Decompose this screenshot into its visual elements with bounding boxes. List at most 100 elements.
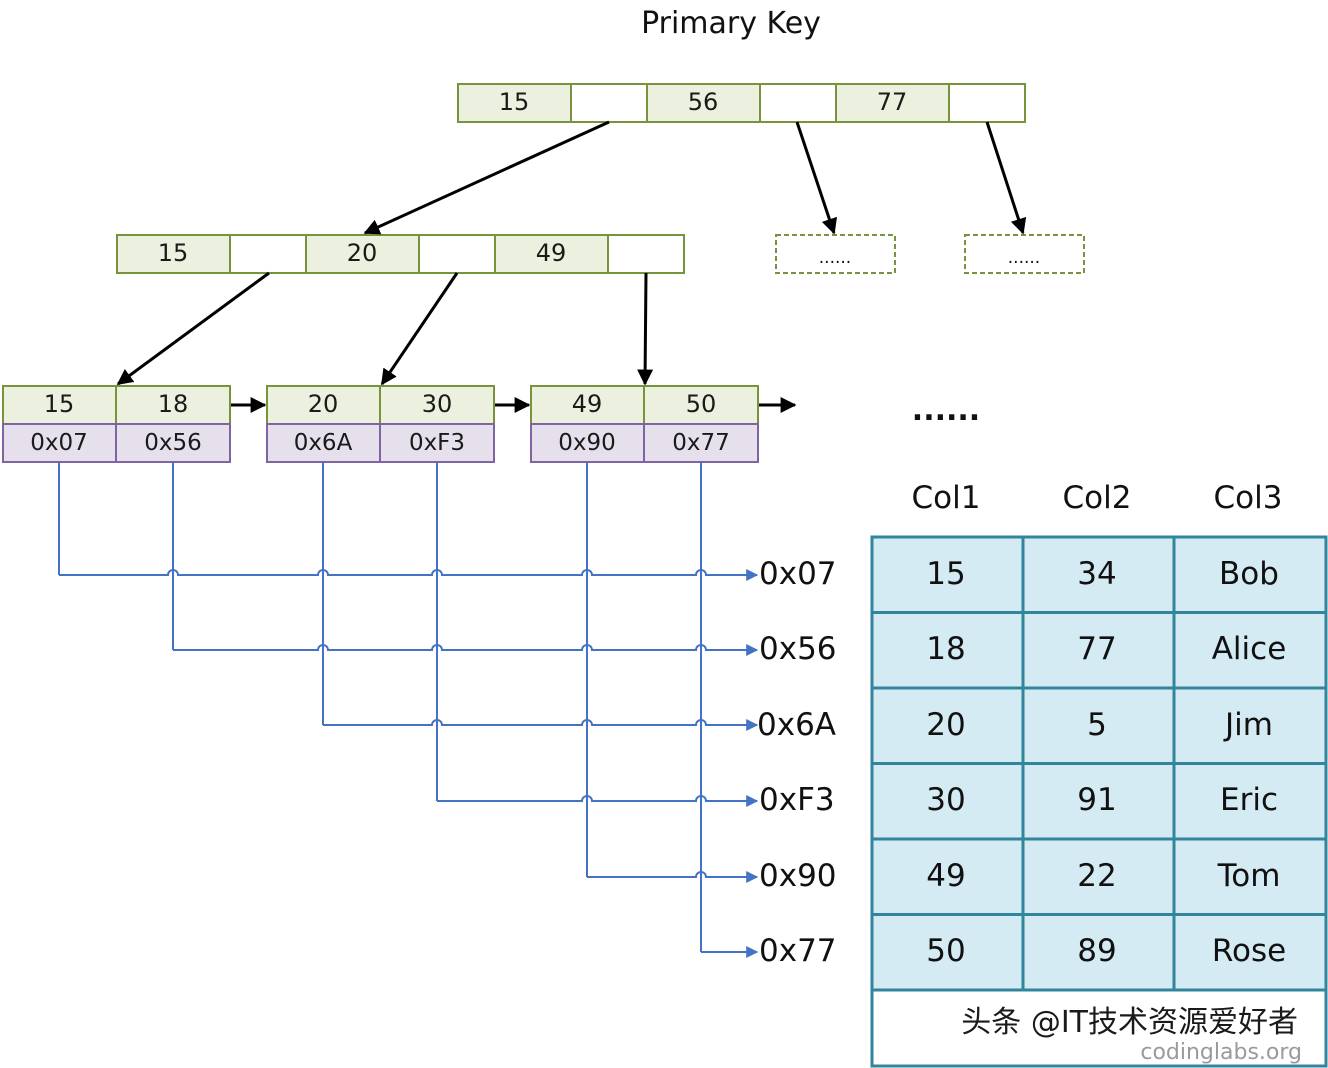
connector-horizontal — [437, 795, 759, 807]
leaf-node: 49 50 0x90 0x77 — [530, 385, 759, 463]
column-header: Col3 — [1214, 480, 1283, 516]
root-key-cell — [835, 83, 950, 123]
table-cell: 91 — [1077, 782, 1116, 818]
tree-arrow — [380, 272, 459, 386]
table-header: Col1 Col2 Col3 — [912, 480, 1283, 516]
tree-arrow — [795, 121, 838, 235]
table-cell: 30 — [926, 782, 965, 818]
placeholder-box — [775, 234, 896, 274]
table-cell: 18 — [926, 631, 965, 667]
leaf-pointer-cell — [530, 423, 645, 463]
table-cell: 5 — [1087, 707, 1107, 743]
root-key: 15 — [499, 88, 530, 116]
internal-pointer-cell — [229, 234, 307, 274]
placeholder-node: ...... — [775, 234, 896, 274]
table-cell-box — [870, 611, 1025, 690]
internal-key: 49 — [536, 239, 567, 267]
table-cell: 15 — [926, 556, 965, 592]
table-cell-box — [1021, 913, 1176, 992]
row-address-labels: 0x07 0x56 0x6A 0xF3 0x90 0x77 — [757, 556, 837, 969]
tree-arrow — [363, 120, 610, 235]
leaf-pointer-cell — [115, 423, 231, 463]
leaf-key-cell — [115, 385, 231, 425]
watermark-author: 头条 @IT技术资源爱好者 — [961, 1005, 1298, 1040]
watermark-site: codinglabs.org — [1140, 1040, 1302, 1065]
leaf-key: 15 — [44, 390, 75, 418]
connector-horizontal — [173, 644, 759, 656]
connector-horizontal — [59, 569, 759, 581]
leaf-pointer-cell — [266, 423, 381, 463]
root-node: 15 56 77 — [457, 83, 1026, 123]
table-cell-box — [1172, 913, 1328, 992]
connector-horizontal — [323, 719, 759, 731]
row-address: 0x07 — [759, 556, 837, 592]
internal-key-cell — [494, 234, 609, 274]
leaf-pointer: 0x07 — [30, 430, 88, 456]
column-header: Col2 — [1063, 480, 1132, 516]
leaf-key-cell — [379, 385, 495, 425]
root-key: 56 — [688, 88, 719, 116]
root-pointer-cell — [570, 83, 648, 123]
data-table — [870, 535, 1328, 1068]
table-cell: 89 — [1077, 933, 1116, 969]
internal-pointer-cell — [607, 234, 685, 274]
internal-node: 15 20 49 — [116, 234, 685, 274]
table-cell: 20 — [926, 707, 965, 743]
root-key: 77 — [877, 88, 908, 116]
leaf-pointer: 0x77 — [672, 430, 730, 456]
leaf-key-cell — [643, 385, 759, 425]
placeholder-node: ...... — [964, 234, 1085, 274]
table-cells-text: 15 34 Bob 18 77 Alice 20 5 Jim 30 91 Eri… — [926, 556, 1286, 969]
row-address: 0x56 — [759, 631, 837, 667]
internal-pointer-cell — [418, 234, 496, 274]
leaf-key-cell — [2, 385, 117, 425]
table-cell: 34 — [1077, 556, 1116, 592]
tree-arrows — [116, 120, 1027, 413]
table-cell-box — [1172, 611, 1328, 690]
internal-key: 20 — [347, 239, 378, 267]
table-cell-box — [870, 535, 1025, 614]
row-address: 0x6A — [757, 707, 836, 743]
table-cell-box — [1172, 686, 1328, 765]
tree-arrow — [985, 121, 1027, 235]
table-footer-box — [870, 988, 1328, 1068]
placeholder-ellipsis: ...... — [819, 248, 851, 268]
leaf-node: 20 30 0x6A 0xF3 — [266, 385, 495, 463]
table-cell: 50 — [926, 933, 965, 969]
table-cell-box — [870, 686, 1025, 765]
table-cell: Eric — [1220, 782, 1278, 818]
table-cell: Rose — [1212, 933, 1286, 969]
leaf-pointer: 0x56 — [144, 430, 202, 456]
column-header: Col1 — [912, 480, 981, 516]
table-cell-box — [1021, 686, 1176, 765]
leaf-pointer: 0xF3 — [409, 430, 465, 456]
tree-arrow — [116, 271, 270, 386]
internal-key-cell — [305, 234, 420, 274]
root-key-cell — [457, 83, 572, 123]
table-cell: Jim — [1223, 707, 1273, 743]
leaf-pointer-cell — [379, 423, 495, 463]
leaf-key: 50 — [686, 390, 717, 418]
table-cell: Tom — [1217, 858, 1281, 894]
leaf-pointer: 0x90 — [558, 430, 616, 456]
leaf-ellipsis: ...... — [912, 393, 980, 428]
table-cell-box — [1021, 611, 1176, 690]
row-address: 0x77 — [759, 933, 837, 969]
leaf-node: 15 18 0x07 0x56 — [2, 385, 231, 463]
table-cell: 77 — [1077, 631, 1116, 667]
table-cell: Bob — [1219, 556, 1279, 592]
root-pointer-cell — [948, 83, 1026, 123]
diagram-title: Primary Key — [641, 6, 821, 41]
root-pointer-cell — [759, 83, 837, 123]
leaf-key: 49 — [572, 390, 603, 418]
internal-key: 15 — [158, 239, 189, 267]
leaf-key: 18 — [158, 390, 189, 418]
row-address: 0x90 — [759, 858, 837, 894]
leaf-pointer-cell — [2, 423, 117, 463]
table-cell-box — [870, 837, 1025, 916]
connector-horizontal — [587, 871, 759, 883]
table-cell: Alice — [1212, 631, 1287, 667]
placeholder-box — [964, 234, 1085, 274]
leaf-pointer: 0x6A — [294, 430, 353, 456]
